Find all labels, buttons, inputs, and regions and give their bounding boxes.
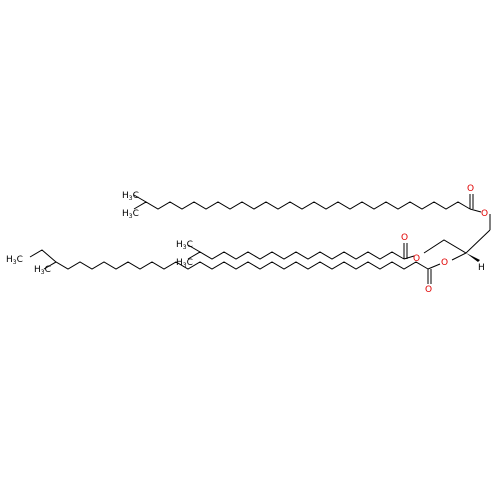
- ch3-mid-1-label: H3C: [176, 240, 193, 251]
- o-ester-2-label: O: [413, 254, 420, 264]
- h-stereo-label: H: [478, 263, 485, 273]
- o-carbonyl-3-label: O: [425, 285, 432, 295]
- o-ester-3-label: O: [441, 258, 448, 268]
- ester-2-bond: [403, 255, 415, 260]
- o-carbonyl-2-label: O: [401, 233, 408, 243]
- ester-3-bond-b: [451, 252, 467, 261]
- ch3-top-2-label: H3C: [122, 209, 139, 220]
- chain-bot-bonds: [29, 249, 429, 270]
- atom-labels: H3C H3C H3C H3C H3C H3C O O O O O O H: [6, 184, 488, 295]
- chain-top-bonds: [133, 194, 471, 210]
- chain-mid: [187, 229, 491, 260]
- ch3-bot-2-label: H3C: [34, 265, 51, 276]
- stereo-wedge: [466, 253, 480, 262]
- o-carbonyl-1-label: O: [467, 184, 474, 194]
- ester-3-bond: [427, 263, 441, 270]
- chain-bot: [29, 249, 480, 284]
- chain-top: [133, 194, 491, 230]
- o-ester-1-label: O: [481, 209, 488, 219]
- ch3-bot-1-label: H3C: [6, 255, 23, 266]
- ch3-top-1-label: H3C: [122, 191, 139, 202]
- glycerol-backbone: [423, 229, 491, 254]
- ester-1-bond: [469, 208, 482, 213]
- chain-mid-bonds: [187, 244, 405, 260]
- ch3-mid-2-label: H3C: [176, 258, 193, 269]
